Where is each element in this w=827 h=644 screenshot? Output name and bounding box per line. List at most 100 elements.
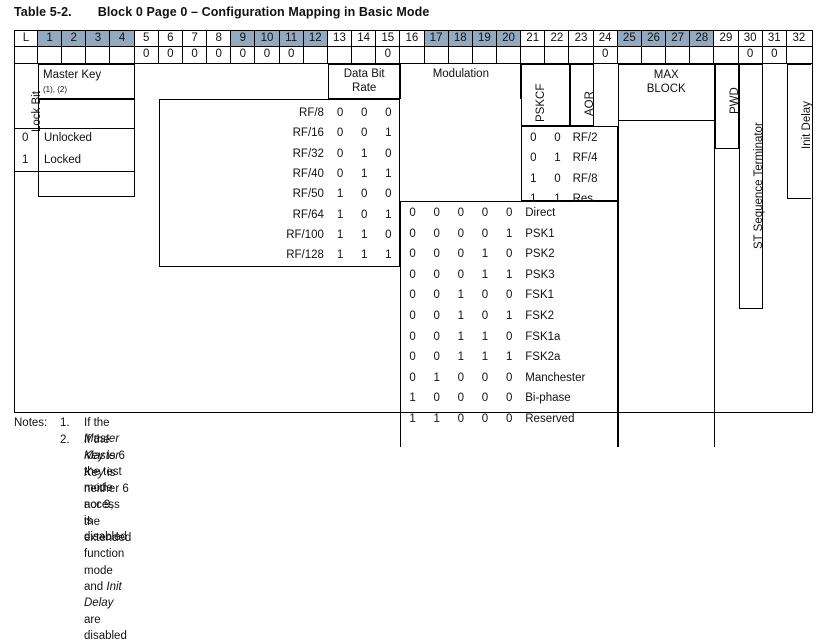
pskcf-bit: 1 (530, 193, 537, 206)
master-key-label: Master Key(1), (2) (43, 69, 102, 94)
fixed-value-cell-24: 0 (594, 47, 618, 63)
init-delay-box (787, 64, 812, 199)
modulation-bit: 0 (433, 330, 440, 343)
modulation-values-box (400, 201, 618, 447)
data-bit-rate-bit: 0 (385, 107, 392, 119)
modulation-bit: 1 (505, 268, 513, 281)
bit-header-cell-32: 32 (786, 31, 811, 46)
data-bit-rate-bit: 1 (336, 228, 344, 241)
fixed-value-cell-8: 0 (207, 47, 232, 63)
modulation-bit: 0 (433, 227, 440, 240)
data-bit-rate-name-RF-40: RF/40 (292, 167, 324, 180)
pwd-box (714, 64, 739, 149)
data-bit-rate-name-RF-16: RF/16 (292, 127, 324, 140)
pskcf-name-Res: Res. (572, 193, 597, 206)
master-key-header-box (38, 64, 135, 99)
modulation-bit: 0 (433, 268, 440, 281)
modulation-bit: 0 (457, 207, 465, 219)
data-bit-rate-bit: 1 (360, 167, 368, 180)
bit-header-cell-3: 3 (86, 31, 111, 46)
aor-header-box (569, 64, 594, 126)
modulation-bit: 0 (409, 248, 416, 261)
bit-header-cell-23: 23 (569, 31, 594, 46)
bit-header-cell-17: 17 (424, 31, 449, 46)
data-bit-rate-name-RF-32: RF/32 (292, 147, 324, 160)
modulation-bit: 0 (505, 413, 513, 425)
bit-header-cell-5: 5 (134, 31, 159, 46)
modulation-bit: 1 (481, 248, 489, 261)
pskcf-bit: 0 (530, 152, 537, 165)
modulation-name-fsk1a: FSK1a (525, 330, 561, 343)
bit-header-cell-22: 22 (545, 31, 570, 46)
bit-header-cell-27: 27 (666, 31, 691, 46)
fixed-value-cell-10: 0 (255, 47, 280, 63)
modulation-bit: 1 (505, 310, 513, 322)
fixed-value-cell-15: 0 (376, 47, 401, 63)
fixed-value-cell-9: 0 (231, 47, 256, 63)
modulation-bit: 0 (409, 351, 416, 364)
modulation-bit: 0 (409, 268, 416, 281)
fixed-value-cell-21 (521, 47, 546, 63)
bit-header-cell-28: 28 (690, 31, 715, 46)
bit-header-cell-11: 11 (279, 31, 304, 46)
lock-bit-values-box (15, 128, 135, 172)
modulation-bit: 1 (505, 351, 513, 364)
modulation-bit: 1 (433, 413, 440, 425)
fixed-value-cell-7: 0 (183, 47, 208, 63)
modulation-bit: 0 (457, 371, 465, 384)
modulation-name-fsk1: FSK1 (525, 289, 555, 302)
pskcf-name-RF2: RF/2 (572, 132, 598, 144)
max-block-body-box (617, 121, 715, 447)
bit-header-cell-18: 18 (448, 31, 473, 46)
caption-title: Block 0 Page 0 – Configuration Mapping i… (97, 5, 430, 19)
fixed-value-cell-31: 0 (763, 47, 787, 63)
data-bit-rate-name-RF-8: RF/8 (299, 107, 324, 119)
modulation-bit: 0 (481, 371, 489, 384)
modulation-bit: 0 (409, 371, 416, 384)
data-bit-rate-name-RF-50: RF/50 (292, 188, 324, 201)
bit-header-cell-9: 9 (231, 31, 256, 46)
fixed-value-cell-13 (328, 47, 353, 63)
bit-header-cell-14: 14 (352, 31, 377, 46)
data-bit-rate-bit: 1 (385, 208, 392, 221)
bit-header-cell-8: 8 (207, 31, 232, 46)
modulation-bit: 0 (409, 289, 416, 302)
data-bit-rate-bit: 1 (360, 147, 368, 160)
fixed-value-cell-23 (569, 47, 594, 63)
fixed-value-cell-20 (497, 47, 522, 63)
modulation-name-psk2: PSK2 (525, 248, 555, 261)
modulation-bit: 1 (457, 330, 465, 343)
modulation-bit: 1 (481, 351, 489, 364)
fixed-value-cell-17 (425, 47, 449, 63)
bit-header-cell-13: 13 (327, 31, 353, 46)
modulation-bit: 1 (481, 268, 489, 281)
fixed-value-cell-3 (86, 47, 111, 63)
modulation-bit: 1 (409, 392, 416, 405)
data-bit-rate-bit: 0 (360, 127, 368, 140)
modulation-bit: 0 (481, 413, 489, 425)
modulation-bit: 1 (409, 413, 416, 425)
lock-bit-name-1: Locked (44, 154, 82, 166)
bit-header-cell-16: 16 (400, 31, 425, 46)
data-bit-rate-bit: 0 (360, 208, 368, 221)
bit-header-cell-19: 19 (472, 31, 497, 46)
fixed-value-cell-16 (400, 47, 425, 63)
modulation-bit: 1 (505, 227, 513, 240)
fixed-value-cell-29 (714, 47, 739, 63)
modulation-bit: 0 (505, 289, 513, 302)
modulation-bit: 0 (481, 207, 489, 219)
pskcf-name-RF8: RF/8 (572, 172, 598, 185)
modulation-bit: 0 (433, 351, 440, 364)
modulation-bit: 1 (457, 310, 465, 322)
bit-header-cell-29: 29 (714, 31, 739, 46)
table-caption: Table 5-2.Block 0 Page 0 – Configuration… (14, 5, 429, 19)
max-block-header-box (617, 64, 715, 121)
modulation-name-reserved: Reserved (525, 413, 575, 425)
fixed-value-cell-26 (642, 47, 667, 63)
